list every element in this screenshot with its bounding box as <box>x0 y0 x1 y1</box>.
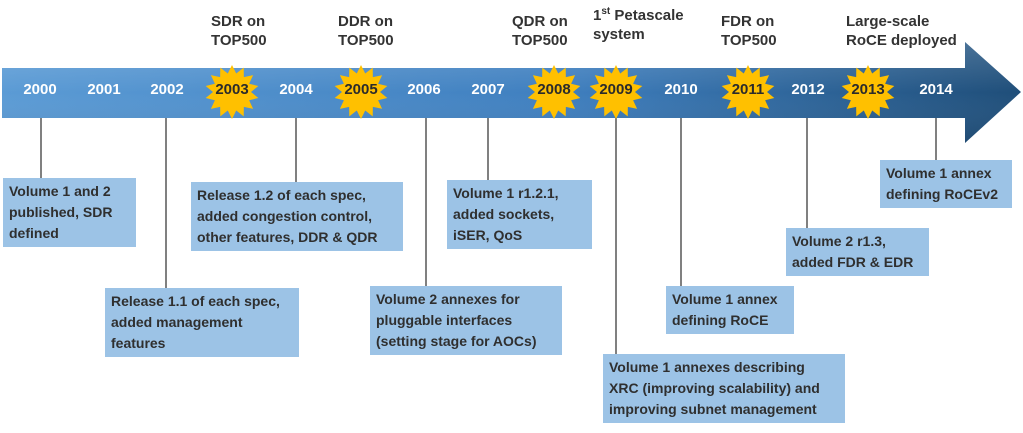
starburst-2009 <box>589 65 643 119</box>
milestone-ddr: DDR on TOP500 <box>338 13 394 49</box>
connector-2014 <box>935 118 937 162</box>
event-2000: Volume 1 and 2 published, SDR defined <box>3 178 136 247</box>
event-2010: Volume 1 annex defining RoCE <box>666 286 794 334</box>
starburst-2005 <box>334 65 388 119</box>
starburst-2011 <box>721 65 775 119</box>
year-2002: 2002 <box>150 81 184 98</box>
connector-2012 <box>806 118 808 230</box>
year-2000: 2000 <box>23 81 57 98</box>
year-2005: 2005 <box>344 81 378 98</box>
year-2001: 2001 <box>87 81 121 98</box>
year-2003: 2003 <box>215 81 249 98</box>
year-2013: 2013 <box>851 81 885 98</box>
event-2004: Release 1.2 of each spec, added congesti… <box>191 182 403 251</box>
year-2014: 2014 <box>919 81 953 98</box>
event-2002: Release 1.1 of each spec, added manageme… <box>105 288 299 357</box>
connector-2009 <box>615 118 617 356</box>
year-2011: 2011 <box>731 81 765 98</box>
milestone-sdr: SDR on TOP500 <box>211 13 267 49</box>
year-2010: 2010 <box>664 81 698 98</box>
year-2012: 2012 <box>791 81 825 98</box>
starburst-2003 <box>205 65 259 119</box>
event-2007: Volume 1 r1.2.1, added sockets, iSER, Qo… <box>447 180 592 249</box>
year-2006: 2006 <box>407 81 441 98</box>
connector-2006 <box>425 118 427 288</box>
milestone-roce: Large-scale RoCE deployed <box>846 13 957 49</box>
starburst-2008 <box>527 65 581 119</box>
event-2006: Volume 2 annexes for pluggable interface… <box>370 286 562 355</box>
connector-2007 <box>487 118 489 182</box>
milestone-qdr: QDR on TOP500 <box>512 13 568 49</box>
connector-2002 <box>165 118 167 290</box>
year-2008: 2008 <box>537 81 571 98</box>
connector-2010 <box>680 118 682 288</box>
milestone-fdr: FDR on TOP500 <box>721 13 777 49</box>
event-2009: Volume 1 annexes describing XRC (improvi… <box>603 354 845 423</box>
year-2007: 2007 <box>471 81 505 98</box>
connector-2000 <box>40 118 42 180</box>
starburst-2013 <box>841 65 895 119</box>
connector-2004 <box>295 118 297 184</box>
milestone-petascale: 1st Petascale system <box>593 6 684 44</box>
event-2014: Volume 1 annex defining RoCEv2 <box>880 160 1012 208</box>
year-2009: 2009 <box>599 81 633 98</box>
event-2012: Volume 2 r1.3, added FDR & EDR <box>786 228 929 276</box>
year-2004: 2004 <box>279 81 313 98</box>
